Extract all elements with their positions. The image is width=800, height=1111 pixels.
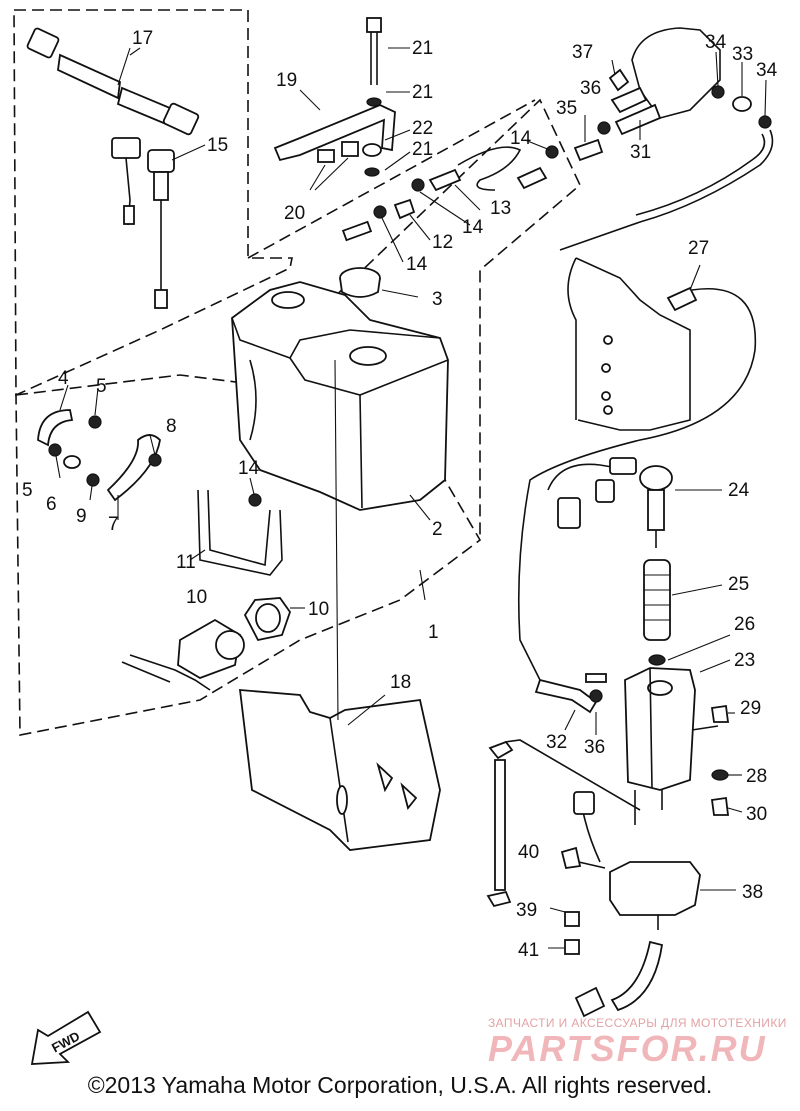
callout-labels: 17 15 19 20 21 21 22 21 14 13 14 12 14 3…	[22, 28, 778, 961]
callout-38: 38	[742, 882, 763, 903]
callout-28: 28	[746, 766, 767, 787]
callout-27: 27	[688, 238, 709, 259]
tank-bracket-17	[238, 359, 441, 851]
callout-41: 41	[518, 940, 539, 961]
callout-5b: 5	[22, 480, 33, 501]
callout-3: 3	[432, 289, 443, 310]
level-sensor-24	[547, 457, 722, 548]
callout-14c: 14	[406, 254, 428, 275]
strainer-25	[643, 559, 731, 666]
callout-14d: 14	[238, 458, 260, 479]
fwd-arrow: FWD	[30, 1010, 102, 1065]
callout-36a: 36	[580, 78, 601, 99]
hoses	[37, 384, 283, 576]
engine-block-outline	[517, 257, 757, 681]
small-fittings	[691, 704, 730, 816]
oil-tank-cap-3	[339, 267, 419, 298]
callout-26: 26	[734, 614, 755, 635]
callout-36b: 36	[584, 737, 605, 758]
callout-9: 10	[186, 587, 207, 608]
callout-14a: 14	[510, 128, 532, 149]
callout-35: 35	[556, 98, 577, 119]
callout-23: 23	[734, 650, 755, 671]
callout-2: 2	[432, 519, 443, 540]
callout-11: 11	[176, 552, 196, 573]
callout-34a: 34	[705, 32, 727, 53]
oil-level-sensor-15	[111, 137, 206, 309]
hose-32	[534, 673, 607, 735]
oil-pump-38	[486, 739, 736, 1018]
callout-18: 19	[276, 70, 297, 91]
callout-31: 31	[630, 142, 651, 163]
callout-10: 10	[308, 599, 329, 620]
callout-17: 18	[390, 672, 411, 693]
callout-6: 6	[46, 494, 57, 515]
callout-30: 30	[746, 804, 767, 825]
wire-harness-16	[26, 27, 200, 136]
watermark-tagline: ЗАПЧАСТИ И АКСЕССУАРЫ ДЛЯ МОТОТЕХНИКИ	[488, 1016, 787, 1030]
callout-32: 32	[546, 732, 567, 753]
strainer-cap-10	[243, 597, 305, 642]
callout-29: 29	[740, 698, 761, 719]
callout-14b: 14	[462, 217, 484, 238]
callout-40: 40	[518, 842, 539, 863]
oil-tank-2	[231, 281, 449, 521]
callout-7: 7	[108, 514, 119, 535]
copyright-notice: ©2013 Yamaha Motor Corporation, U.S.A. A…	[87, 1072, 713, 1098]
oil-pump-9	[121, 618, 245, 691]
callout-39: 39	[516, 900, 537, 921]
callout-15: 15	[207, 135, 228, 156]
watermark-logo: PARTSFOR.RU	[488, 1028, 767, 1069]
callout-37: 37	[572, 42, 593, 63]
callout-21a: 21	[412, 82, 433, 103]
callout-12: 12	[432, 232, 453, 253]
callout-25: 25	[728, 574, 749, 595]
callout-16: 17	[132, 28, 153, 49]
callout-33: 33	[732, 44, 753, 65]
leader-lines	[55, 47, 767, 813]
callout-13: 13	[490, 198, 511, 219]
callout-34b: 34	[756, 60, 778, 81]
clamps	[48, 145, 559, 507]
sub-tank-23	[624, 659, 731, 825]
callout-19: 20	[284, 203, 305, 224]
callout-24: 24	[728, 480, 750, 501]
callout-1: 1	[428, 622, 439, 643]
tank-strap-18	[273, 89, 396, 191]
callout-8b: 9	[76, 506, 87, 527]
callout-4: 4	[58, 368, 69, 389]
callout-21b: 21	[412, 139, 433, 160]
callout-22: 22	[412, 118, 433, 139]
callout-8a: 8	[166, 416, 177, 437]
bolt-20	[362, 17, 411, 177]
callout-5a: 5	[96, 376, 107, 397]
callout-20: 21	[412, 38, 433, 59]
